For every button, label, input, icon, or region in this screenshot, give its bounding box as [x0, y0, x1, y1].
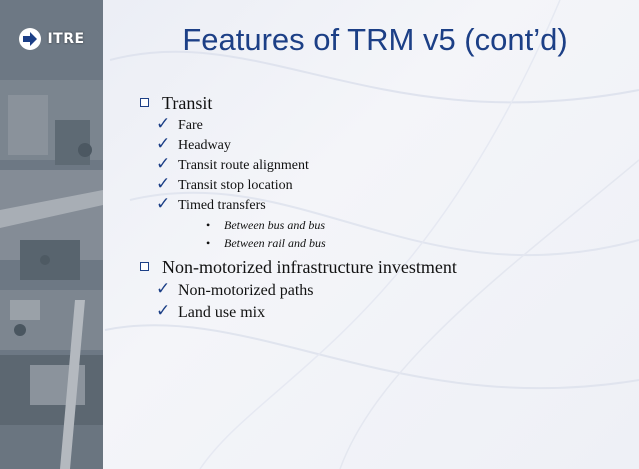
- item-label: Transit route alignment: [178, 158, 309, 173]
- list-item: ✓ Non-motorized paths: [140, 279, 630, 302]
- item-label: Headway: [178, 138, 231, 153]
- checkmark-icon: ✓: [156, 301, 171, 321]
- bullet-section-non-motorized: Non-motorized infrastructure investment: [140, 256, 630, 280]
- list-item: ✓ Timed transfers: [140, 194, 630, 216]
- sub-list-item: • Between bus and bus: [140, 216, 630, 234]
- item-label: Fare: [178, 118, 203, 133]
- item-label: Non-motorized paths: [178, 282, 314, 299]
- list-item: ✓ Headway: [140, 134, 630, 156]
- bullet-dot-icon: •: [206, 218, 211, 232]
- checkmark-icon: ✓: [156, 154, 171, 174]
- section-label: Non-motorized infrastructure investment: [162, 257, 457, 277]
- checkmark-icon: ✓: [156, 279, 171, 299]
- square-bullet-icon: [140, 98, 149, 107]
- itre-logo: ITRE: [0, 0, 103, 78]
- item-label: Transit stop location: [178, 178, 293, 193]
- list-item: ✓ Transit stop location: [140, 174, 630, 196]
- subitem-label: Between bus and bus: [224, 218, 325, 232]
- aerial-photo-sidebar: ITRE: [0, 0, 103, 469]
- sub-list-item: • Between rail and bus: [140, 234, 630, 252]
- checkmark-icon: ✓: [156, 194, 171, 214]
- bullet-section-transit: Transit: [140, 92, 630, 116]
- checkmark-icon: ✓: [156, 174, 171, 194]
- list-item: ✓ Transit route alignment: [140, 154, 630, 176]
- list-item: ✓ Fare: [140, 114, 630, 136]
- item-label: Timed transfers: [178, 198, 266, 213]
- slide-title: Features of TRM v5 (cont’d): [182, 22, 568, 57]
- bullet-dot-icon: •: [206, 236, 211, 250]
- list-item: ✓ Land use mix: [140, 301, 630, 324]
- square-bullet-icon: [140, 262, 149, 271]
- subitem-label: Between rail and bus: [224, 236, 326, 250]
- slide-content: Transit ✓ Fare ✓ Headway ✓ Transit route…: [140, 92, 630, 324]
- checkmark-icon: ✓: [156, 114, 171, 134]
- arrow-right-icon: [19, 28, 42, 50]
- logo-text: ITRE: [47, 31, 85, 47]
- item-label: Land use mix: [178, 304, 266, 321]
- section-label: Transit: [162, 93, 213, 113]
- checkmark-icon: ✓: [156, 134, 171, 154]
